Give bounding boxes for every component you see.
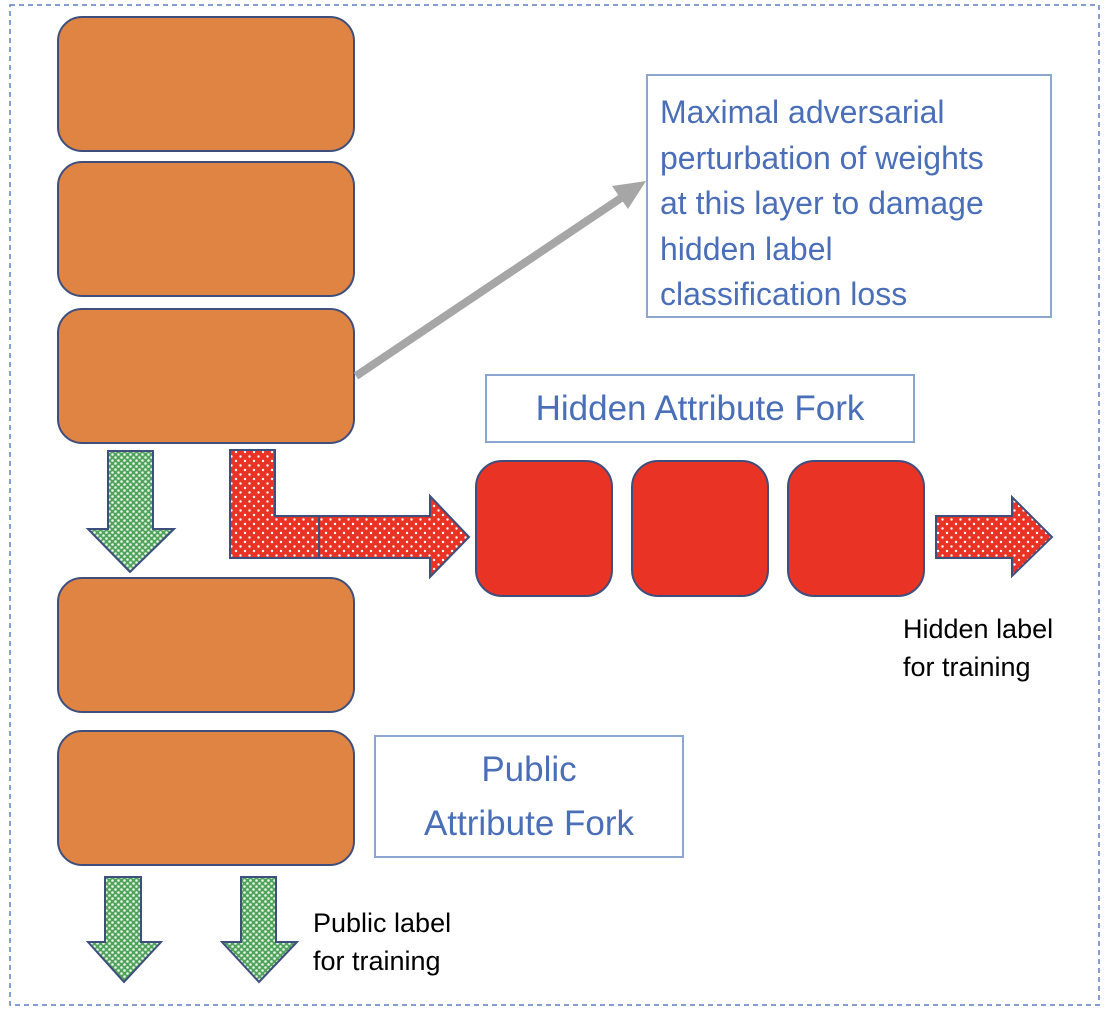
hidden-label-caption-line: Hidden label [903,614,1054,644]
grey-diagonal-arrow-icon [353,181,646,380]
public-fork-title-line: Attribute Fork [423,803,635,843]
trunk-layer-2 [57,161,355,297]
hidden-fork-title-box: Hidden Attribute Fork [485,374,915,443]
public-label-caption-line: for training [313,946,441,976]
red-right-arrow-icon [935,494,1054,579]
public-label-caption-line: Public label [313,908,452,938]
public-fork-title-line: Public [481,749,577,789]
public-fork-layer-2 [57,730,355,866]
public-fork-title-box: Public Attribute Fork [374,735,684,858]
hidden-fork-layer-3 [787,460,925,597]
red-right-arrow-icon [229,449,471,580]
trunk-layer-3 [57,308,355,444]
hidden-label-caption-line: for training [903,652,1031,682]
perturbation-note-box: Maximal adversarial perturbation of weig… [646,74,1052,318]
perturbation-note-line: hidden label [660,230,833,267]
outer-frame [9,4,1100,1006]
green-down-arrow-icon [85,876,164,984]
hidden-fork-layer-1 [475,460,613,597]
public-label-caption: Public label for training [313,904,451,980]
perturbation-note-line: classification loss [660,276,908,312]
perturbation-note-line: Maximal adversarial [660,94,945,130]
green-down-arrow-icon [219,876,300,984]
hidden-label-caption: Hidden label for training [903,610,1053,686]
hidden-fork-title: Hidden Attribute Fork [535,388,865,428]
green-down-arrow-icon [85,450,177,574]
trunk-layer-1 [57,16,355,152]
public-fork-layer-1 [57,577,355,713]
hidden-fork-layer-2 [631,460,769,597]
perturbation-note-line: perturbation of weights [660,139,984,176]
perturbation-note-line: at this layer to damage [660,185,984,221]
